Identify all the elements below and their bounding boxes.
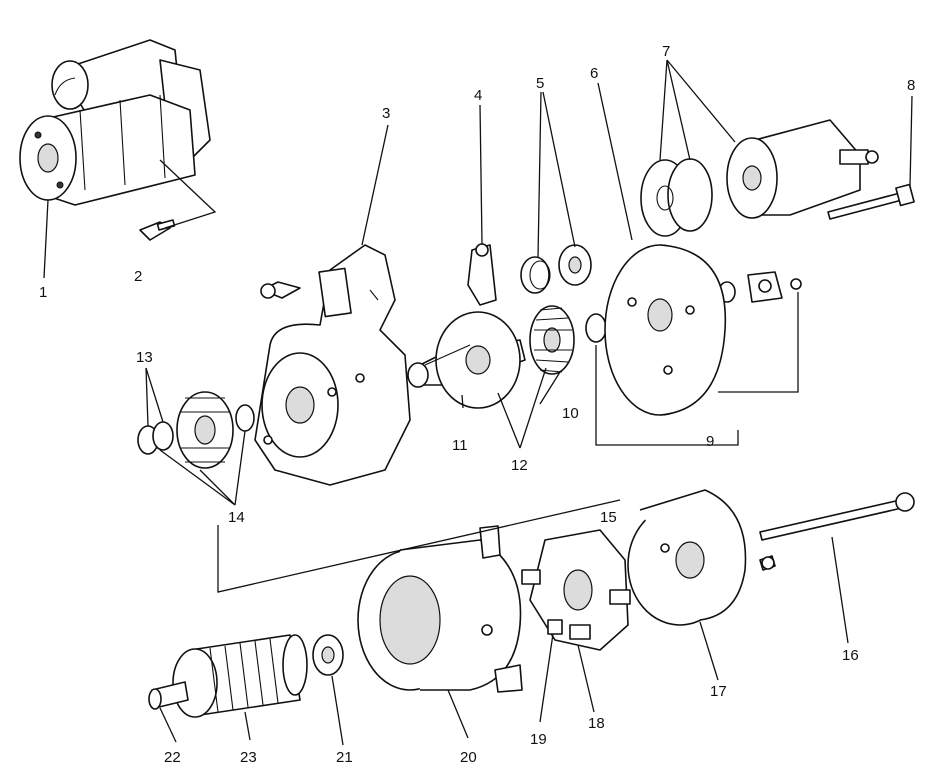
group-9-bracket-right — [718, 292, 799, 393]
part-21-bearing — [312, 634, 344, 676]
part-7-solenoid — [640, 119, 879, 237]
callout-4: 4 — [474, 87, 482, 104]
callout-19: 19 — [530, 731, 547, 748]
part-16-long-bolt — [759, 492, 915, 571]
callout-17: 17 — [710, 683, 727, 700]
leader-lines — [43, 59, 913, 746]
callout-16: 16 — [842, 647, 859, 664]
callout-7: 7 — [662, 43, 670, 60]
callout-5: 5 — [536, 75, 544, 92]
callout-2: 2 — [134, 268, 142, 285]
part-22-armature-shaft — [148, 681, 189, 710]
part-23-armature — [172, 634, 308, 718]
part-14-pinion — [176, 391, 234, 469]
part-18-brush-holder — [521, 529, 631, 651]
callout-15: 15 — [600, 509, 617, 526]
callout-3: 3 — [382, 105, 390, 122]
callout-1: 1 — [39, 284, 47, 301]
group-9-bracket — [595, 345, 739, 446]
part-8-through-bolt — [827, 183, 915, 220]
callout-23: 23 — [240, 749, 257, 766]
housing-bolt — [260, 281, 301, 299]
callout-8: 8 — [907, 77, 915, 94]
callout-18: 18 — [588, 715, 605, 732]
part-2-bolt — [139, 159, 217, 241]
callout-21: 21 — [336, 749, 353, 766]
part-4-shift-lever — [467, 243, 497, 306]
part-20-field-frame — [357, 525, 523, 693]
part-17-end-cover — [627, 489, 747, 626]
callout-11: 11 — [452, 437, 468, 454]
part-6-intermediate-housing — [604, 244, 727, 416]
part-9-seals — [585, 271, 802, 343]
callout-20: 20 — [460, 749, 477, 766]
callout-6: 6 — [590, 65, 598, 82]
callout-12: 12 — [511, 457, 528, 474]
part-19-brush — [547, 619, 563, 635]
callout-9: 9 — [706, 433, 714, 450]
part-3-drive-end-housing — [254, 244, 411, 486]
group-15-bracket — [217, 499, 621, 593]
part-10-gear — [529, 305, 575, 375]
callout-13: 13 — [136, 349, 153, 366]
part-11-drive-assembly — [407, 311, 526, 409]
callout-22: 22 — [164, 749, 181, 766]
callout-10: 10 — [562, 405, 579, 422]
part-5-spring — [520, 244, 592, 294]
callout-14: 14 — [228, 509, 245, 526]
part-1-starter-assembly — [19, 39, 211, 206]
